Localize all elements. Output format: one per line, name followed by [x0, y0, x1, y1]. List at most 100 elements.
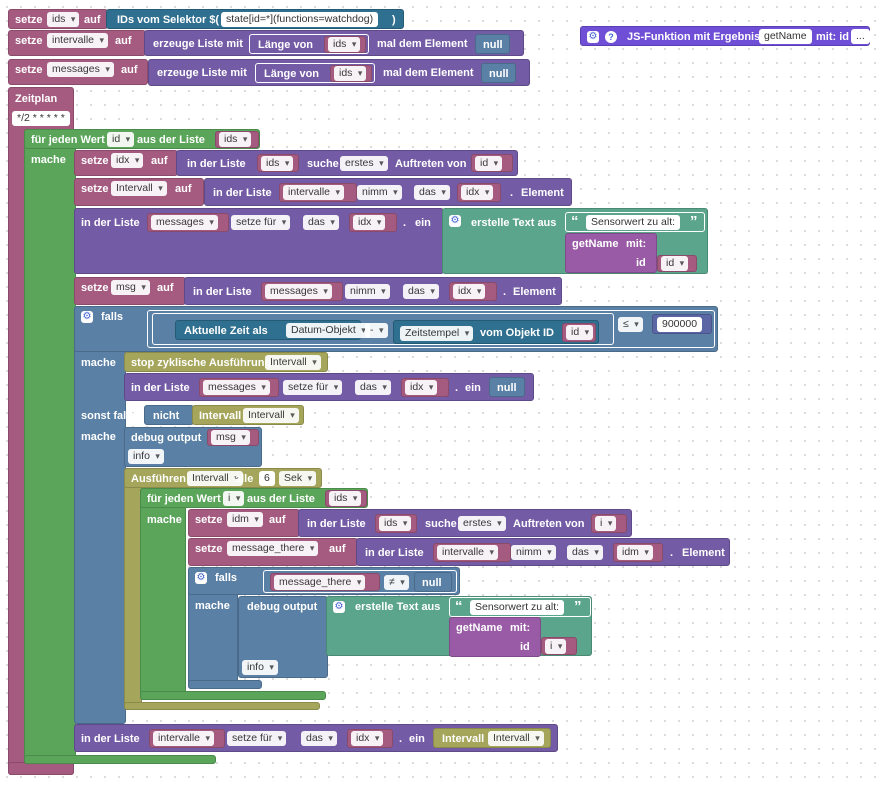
position-mode-dropdown[interactable]: das: [355, 380, 391, 395]
var-dropdown[interactable]: message_there: [227, 541, 319, 556]
intervalle-var-block[interactable]: intervalle: [279, 183, 357, 202]
compare-operator-dropdown[interactable]: ≤: [618, 317, 643, 332]
debug-output-block[interactable]: debug output msg info: [124, 427, 262, 467]
var-dropdown[interactable]: i: [545, 639, 567, 654]
gear-icon[interactable]: ⚙: [333, 601, 345, 613]
create-text-block[interactable]: ⚙ erstelle Text aus “ Sensorwert zu alt:…: [326, 596, 592, 657]
var-dropdown[interactable]: intervalle: [437, 545, 499, 560]
compare-block[interactable]: message_there ≠ null: [263, 570, 457, 593]
var-dropdown[interactable]: msg: [111, 280, 150, 295]
loop-var-dropdown[interactable]: i: [223, 491, 245, 506]
msg-var-block[interactable]: msg: [207, 429, 259, 446]
idx-var-block[interactable]: idx: [349, 213, 397, 232]
not-block[interactable]: nicht: [144, 405, 194, 425]
interval-dropdown[interactable]: Intervall: [265, 355, 321, 370]
foreach-header[interactable]: für jeden Wert id aus der Liste ids: [24, 129, 260, 149]
var-dropdown[interactable]: ids: [219, 132, 252, 147]
if-block[interactable]: ⚙ falls mache sonst falls mache: [74, 306, 135, 724]
var-dropdown[interactable]: ids: [328, 37, 361, 52]
var-dropdown[interactable]: ids: [334, 66, 367, 81]
var-dropdown[interactable]: intervalle: [283, 185, 345, 200]
i-var-block[interactable]: i: [591, 514, 627, 533]
messages-var-block[interactable]: messages: [261, 282, 343, 301]
idx-var-block[interactable]: idx: [401, 378, 449, 397]
var-dropdown[interactable]: message_there: [274, 575, 366, 590]
var-dropdown[interactable]: Intervall: [111, 181, 167, 196]
ids-var-block[interactable]: ids: [325, 490, 367, 507]
length-block[interactable]: Länge von ids: [255, 63, 375, 83]
if-header[interactable]: ⚙ falls Aktuelle Zeit als Datum-Objekt -…: [74, 306, 718, 352]
position-mode-dropdown[interactable]: das: [567, 545, 603, 560]
selector-block[interactable]: IDs vom Selektor $( state[id=*](function…: [106, 9, 404, 29]
ids-var-block[interactable]: ids: [324, 36, 366, 53]
set-messages-block[interactable]: setze messages auf: [8, 59, 148, 85]
find-mode-dropdown[interactable]: erstes: [458, 516, 506, 531]
var-dropdown[interactable]: messages: [265, 284, 332, 299]
number-field[interactable]: 900000: [657, 317, 703, 332]
null-block[interactable]: null: [475, 34, 510, 54]
var-dropdown[interactable]: id: [475, 156, 503, 171]
id-var-block[interactable]: id: [657, 255, 697, 272]
var-dropdown[interactable]: messages: [151, 215, 218, 230]
var-dropdown[interactable]: id: [661, 256, 689, 271]
var-dropdown[interactable]: id: [566, 325, 594, 340]
position-mode-dropdown[interactable]: das: [303, 215, 339, 230]
interval-var-block[interactable]: Intervall Intervall: [433, 728, 551, 748]
position-mode-dropdown[interactable]: das: [414, 185, 450, 200]
gear-icon[interactable]: ⚙: [587, 31, 599, 43]
string-block[interactable]: “ Sensorwert zu alt: ”: [565, 212, 705, 232]
idm-var-block[interactable]: idm: [613, 543, 663, 562]
loop-var-dropdown[interactable]: id: [107, 132, 135, 147]
function-name-field[interactable]: getName: [759, 29, 812, 44]
format-dropdown[interactable]: Datum-Objekt: [286, 323, 370, 338]
cron-field[interactable]: */2 * * * * *: [12, 111, 70, 126]
debug-output-block[interactable]: debug output info: [238, 596, 328, 678]
string-field[interactable]: Sensorwert zu alt:: [470, 600, 565, 615]
var-dropdown[interactable]: messages: [47, 62, 114, 77]
i-var-block[interactable]: i: [541, 637, 577, 655]
create-list-block[interactable]: erzeuge Liste mit Länge von ids mal dem …: [144, 30, 524, 56]
ids-var-block[interactable]: ids: [257, 154, 299, 172]
foreach-header[interactable]: für jeden Wert i aus der Liste ids: [140, 488, 368, 508]
create-list-block[interactable]: erzeuge Liste mit Länge von ids mal dem …: [148, 59, 530, 86]
id-var-block[interactable]: id: [562, 323, 596, 342]
find-in-list-block[interactable]: in der Liste ids suche erstes Auftreten …: [298, 509, 632, 537]
call-function-block[interactable]: getName mit: id: [449, 617, 541, 657]
gear-icon[interactable]: ⚙: [81, 311, 93, 323]
set-mode-dropdown[interactable]: setze für: [227, 731, 287, 746]
get-from-list-block[interactable]: in der Liste intervalle nimm das idx . E…: [204, 178, 572, 206]
length-block[interactable]: Länge von ids: [249, 34, 369, 54]
var-dropdown[interactable]: idm: [617, 545, 653, 560]
help-icon[interactable]: ?: [605, 31, 617, 43]
position-mode-dropdown[interactable]: das: [301, 731, 337, 746]
list-set-interval-block[interactable]: in der Liste intervalle setze für das id…: [74, 724, 558, 752]
get-from-list-block[interactable]: in der Liste intervalle nimm das idm . E…: [356, 538, 730, 566]
take-mode-dropdown[interactable]: nimm: [511, 545, 556, 560]
number-block[interactable]: 900000: [652, 314, 712, 334]
set-intervalle-block[interactable]: setze intervalle auf: [8, 30, 146, 56]
unit-dropdown[interactable]: Sek: [279, 471, 317, 486]
ids-var-block[interactable]: ids: [215, 131, 259, 148]
set-idx-block[interactable]: setze idx auf: [74, 150, 178, 176]
timestamp-block[interactable]: Zeitstempel vom Objekt ID id: [393, 320, 599, 344]
set-msg-block[interactable]: setze msg auf: [74, 277, 186, 305]
ids-var-block[interactable]: ids: [330, 65, 372, 82]
null-block[interactable]: null: [481, 63, 516, 83]
gear-icon[interactable]: ⚙: [195, 572, 207, 584]
now-block[interactable]: Aktuelle Zeit als Datum-Objekt: [175, 320, 370, 340]
var-dropdown[interactable]: idx: [453, 284, 486, 299]
var-dropdown[interactable]: idx: [111, 153, 144, 168]
call-function-block[interactable]: getName mit: id: [565, 233, 657, 273]
var-dropdown[interactable]: ids: [379, 516, 412, 531]
interval-var-block[interactable]: Intervall Intervall: [192, 405, 304, 425]
intervalle-var-block[interactable]: intervalle: [433, 543, 511, 562]
foreach-block[interactable]: für jeden Wert mache: [24, 129, 105, 764]
null-block[interactable]: null: [489, 377, 525, 397]
list-set-block[interactable]: in der Liste messages setze für das idx …: [74, 208, 444, 274]
selector-pattern-field[interactable]: state[id=*](functions=watchdog): [221, 12, 379, 27]
log-level-dropdown[interactable]: info: [128, 449, 164, 464]
idx-var-block[interactable]: idx: [347, 729, 393, 748]
message-there-var-block[interactable]: message_there: [270, 573, 380, 591]
interval-number-field[interactable]: 6: [259, 471, 275, 486]
var-dropdown[interactable]: ids: [329, 491, 362, 506]
